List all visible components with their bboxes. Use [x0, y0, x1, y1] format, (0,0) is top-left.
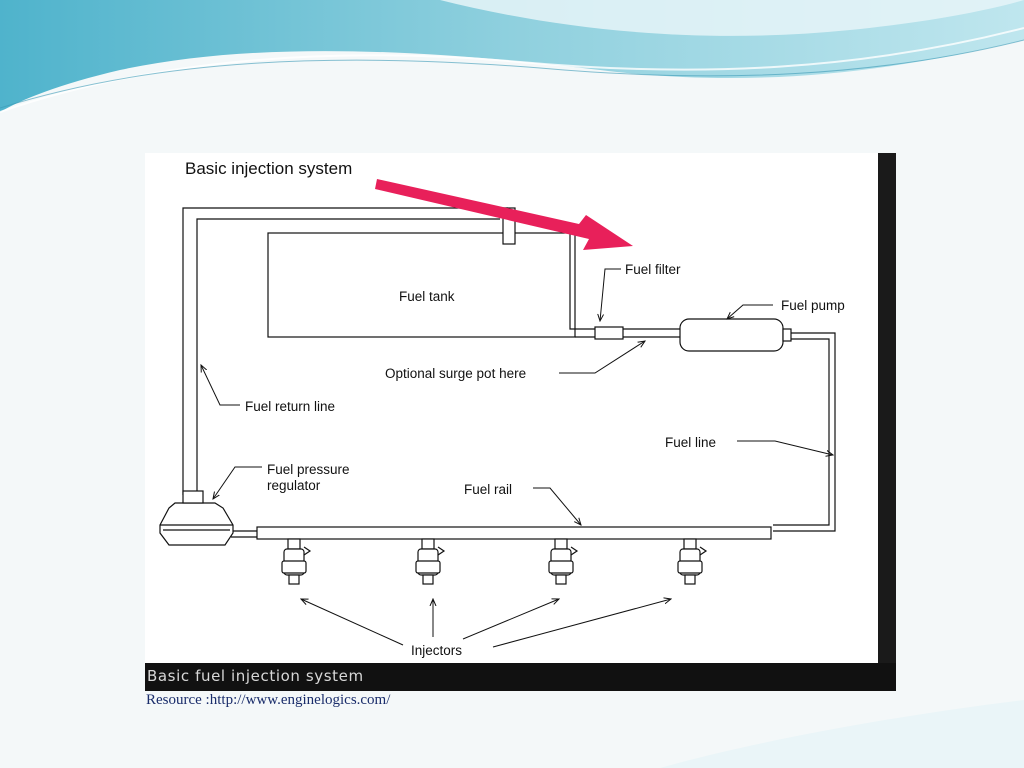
- leader-injector-3: [462, 599, 559, 640]
- resource-citation: Resource :http://www.enginelogics.com/: [146, 692, 391, 708]
- injector-4: [677, 538, 708, 585]
- header-wave-light: [440, 0, 1024, 36]
- regulator-cap: [182, 490, 204, 504]
- diagram-area: Basic injection system Fuel filter Fuel …: [145, 153, 878, 663]
- regulator-outlet: [231, 530, 257, 538]
- label-fuel-line: Fuel line: [665, 435, 716, 450]
- leader-injector-1: [301, 599, 404, 646]
- leader-fuel-pump: [727, 304, 773, 319]
- fuel-return-line: [182, 207, 508, 495]
- diagram-title: Basic injection system: [185, 159, 352, 178]
- highlight-arrow: [375, 179, 633, 250]
- leader-injector-4: [492, 599, 671, 648]
- injector-1: [281, 538, 312, 585]
- fuel-pressure-regulator: [159, 502, 234, 546]
- leader-surge-pot: [559, 341, 645, 374]
- fuel-filter: [594, 326, 624, 340]
- footer-wave: [660, 700, 1024, 768]
- label-injectors: Injectors: [411, 643, 462, 658]
- label-fuel-pump: Fuel pump: [781, 298, 845, 313]
- figure-frame: Basic injection system Fuel filter Fuel …: [145, 153, 896, 691]
- leader-fuel-filter: [600, 268, 621, 321]
- fuel-pump-nozzle: [782, 328, 792, 342]
- fuel-line: [773, 332, 836, 532]
- regulator-band: [160, 524, 233, 531]
- fuel-injection-diagram: Basic injection system Fuel filter Fuel …: [159, 159, 845, 658]
- label-return-line: Fuel return line: [245, 399, 335, 414]
- caption-bar: Basic fuel injection system: [145, 663, 896, 691]
- header-wave-line-2: [0, 39, 1024, 109]
- leader-fuel-rail: [533, 487, 581, 525]
- injector-2: [415, 538, 446, 585]
- leader-regulator: [213, 466, 262, 499]
- fuel-rail: [256, 526, 772, 540]
- fuel-pump: [679, 318, 784, 352]
- injector-3: [548, 538, 579, 585]
- figure-caption: Basic fuel injection system: [147, 667, 364, 685]
- filter-to-pump-line: [623, 328, 680, 338]
- label-surge-pot: Optional surge pot here: [385, 366, 526, 381]
- leader-return-line: [201, 365, 240, 406]
- label-fuel-filter: Fuel filter: [625, 262, 681, 277]
- leader-fuel-line: [737, 440, 833, 455]
- tank-feed-line: [569, 233, 595, 338]
- label-fuel-rail: Fuel rail: [464, 482, 512, 497]
- label-fuel-tank: Fuel tank: [399, 289, 455, 304]
- fuel-tank: [267, 232, 576, 338]
- label-regulator-line1: Fuel pressure: [267, 462, 350, 477]
- label-regulator-line2: regulator: [267, 478, 321, 493]
